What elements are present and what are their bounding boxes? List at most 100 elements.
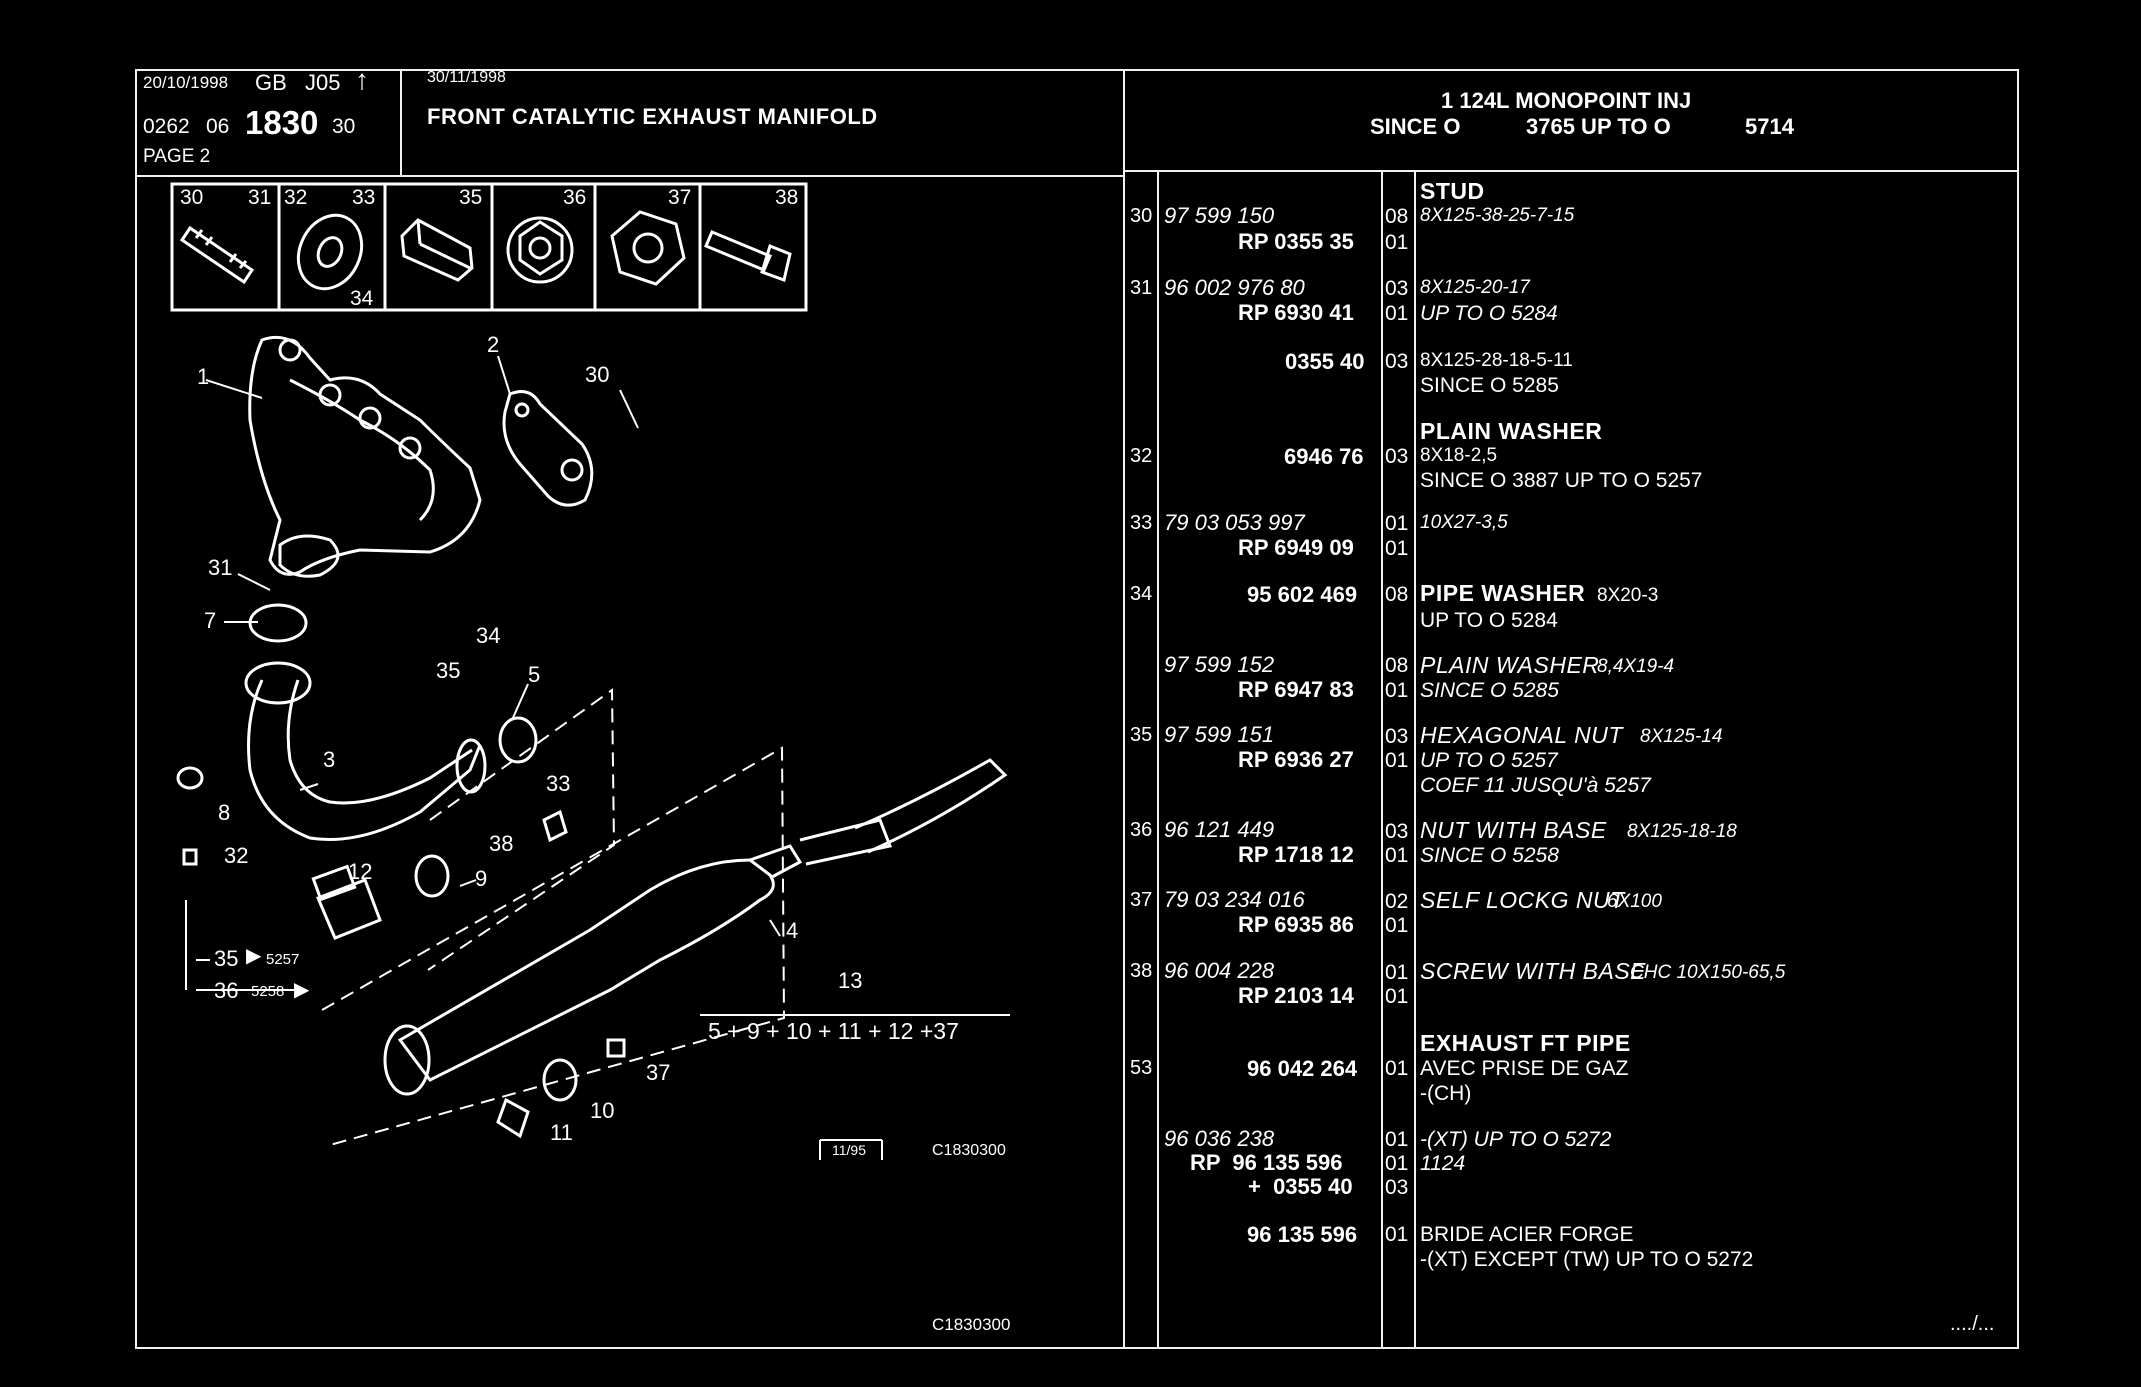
hexagonal-nut-icon [610, 210, 686, 286]
kit-formula: 5 + 9 + 10 + 11 + 12 +37 [708, 1018, 959, 1044]
row-ref1: 79 03 234 016 [1164, 887, 1305, 912]
engine-line-1: 1 124L MONOPOINT INJ [1441, 88, 1692, 113]
row-desc: 8X125-20-17 [1420, 277, 1530, 298]
strip-label: 35 [459, 186, 483, 209]
header-mid-date: 30/11/1998 [427, 69, 506, 86]
callout-35: 35 [436, 658, 461, 683]
front-pipe-drawing [244, 603, 538, 842]
callout-4: 4 [786, 918, 799, 943]
row-ref2: 96 135 596 [1247, 1222, 1358, 1247]
row-desc: UP TO O 5284 [1420, 302, 1558, 325]
nut-with-base-icon [506, 216, 574, 284]
diagram-code: C1830300 [932, 1142, 1006, 1159]
row-desc: BRIDE ACIER FORGE [1420, 1223, 1634, 1246]
row-ref2: 95 602 469 [1247, 582, 1358, 607]
header-rule-right [1123, 170, 2019, 172]
row-qty: 02 [1385, 890, 1409, 913]
row-qty: 08 [1385, 205, 1409, 228]
row-num: 36 [1130, 819, 1153, 841]
row-qty: 03 [1385, 445, 1409, 468]
row-title: STUD [1420, 178, 1485, 204]
row-ref2: 0355 40 [1285, 349, 1365, 374]
row-desc: -(XT) EXCEPT (TW) UP TO O 5272 [1420, 1248, 1754, 1271]
header-ref-suffix: 30 [332, 115, 356, 138]
row-title: PLAIN WASHER [1420, 652, 1600, 678]
strip-label: 31 [248, 186, 272, 209]
legend-36-value: 5258 [251, 983, 285, 1000]
callout-38: 38 [489, 831, 514, 856]
row-desc: 1124 [1420, 1152, 1466, 1175]
callout-5: 5 [528, 662, 541, 687]
row-desc: UP TO O 5257 [1420, 749, 1558, 772]
header-code: J05 [305, 70, 341, 95]
row-ref2: RP 6947 83 [1238, 677, 1354, 702]
header-ref-06: 06 [206, 115, 230, 138]
strip-label: 33 [352, 186, 376, 209]
header-page: PAGE 2 [143, 146, 211, 167]
row-desc: SINCE O 5258 [1420, 844, 1559, 867]
screw-icon [704, 230, 792, 282]
row-ref2: RP 6949 09 [1238, 535, 1354, 560]
continue-marker: ..../... [1950, 1313, 1995, 1335]
row-num: 33 [1130, 512, 1153, 534]
row-num: 53 [1130, 1057, 1153, 1079]
row-title-tail: 8X125-18-18 [1627, 821, 1737, 842]
row-title: PLAIN WASHER [1420, 418, 1603, 444]
row-desc: AVEC PRISE DE GAZ [1420, 1057, 1629, 1080]
callout-13: 13 [838, 968, 863, 993]
row-ref1: 96 004 228 [1164, 958, 1275, 983]
callout-8: 8 [218, 800, 231, 825]
row-qty: 01 [1385, 231, 1409, 254]
row-qty: 01 [1385, 512, 1409, 535]
callout-2: 2 [487, 332, 500, 357]
hex-spacer-icon [400, 218, 474, 282]
row-desc: 8X18-2,5 [1420, 445, 1498, 466]
row-qty: 03 [1385, 725, 1409, 748]
row-ref2: RP 6935 86 [1238, 912, 1354, 937]
engine-line-2a: SINCE O [1370, 114, 1461, 139]
row-title: PIPE WASHER [1420, 580, 1586, 606]
row-ref1: 96 002 976 80 [1164, 275, 1305, 300]
row-title: SCREW WITH BASE [1420, 958, 1647, 984]
page-frame [135, 69, 2019, 1349]
row-title: SELF LOCKG NUT [1420, 887, 1625, 913]
callout-12: 12 [348, 859, 373, 884]
row-qty: 03 [1385, 277, 1409, 300]
legend-35: 35 [214, 946, 239, 971]
row-num: 30 [1130, 205, 1153, 227]
triangle-right-icon: ▶ [294, 979, 310, 1001]
callout-1: 1 [197, 364, 210, 389]
callout-leaders [185, 355, 1010, 1160]
row-ref1: 96 121 449 [1164, 817, 1275, 842]
row-num: 31 [1130, 277, 1153, 299]
row-ref1: 96 036 238 [1164, 1126, 1275, 1151]
header-rule-left [135, 175, 1125, 177]
legend-36: 36 [214, 978, 239, 1003]
col-rule-qty [1414, 172, 1416, 1349]
row-title-tail: 6X100 [1607, 891, 1662, 912]
divider-center [1123, 69, 1125, 1349]
callout-11: 11 [550, 1120, 573, 1145]
row-ref1: 97 599 152 [1164, 652, 1275, 677]
exhaust-diagram [170, 182, 1010, 1160]
header-ref-prefix: 0262 [143, 115, 190, 138]
row-desc: UP TO O 5284 [1420, 609, 1558, 632]
row-qty: 01 [1385, 537, 1409, 560]
callout-9: 9 [475, 866, 488, 891]
callout-37: 37 [646, 1060, 671, 1085]
row-desc: SINCE O 3887 UP TO O 5257 [1420, 469, 1703, 492]
legend-35-value: 5257 [266, 951, 300, 968]
row-qty: 01 [1385, 1128, 1409, 1151]
row-qty: 01 [1385, 961, 1409, 984]
row-title: NUT WITH BASE [1420, 817, 1607, 843]
row-desc: COEF 11 JUSQU'à 5257 [1420, 774, 1651, 797]
row-qty: 03 [1385, 350, 1409, 373]
date-stamp: 11/95 [832, 1142, 866, 1158]
assembly-outlines [321, 688, 786, 1146]
row-ref2: RP 96 135 596 [1190, 1150, 1343, 1175]
row-qty: 01 [1385, 302, 1409, 325]
gasket-drawing [502, 390, 594, 507]
triangle-right-icon: ▶ [246, 945, 262, 967]
row-ref2: 6946 76 [1284, 444, 1364, 469]
row-ref1: 79 03 053 997 [1164, 510, 1305, 535]
